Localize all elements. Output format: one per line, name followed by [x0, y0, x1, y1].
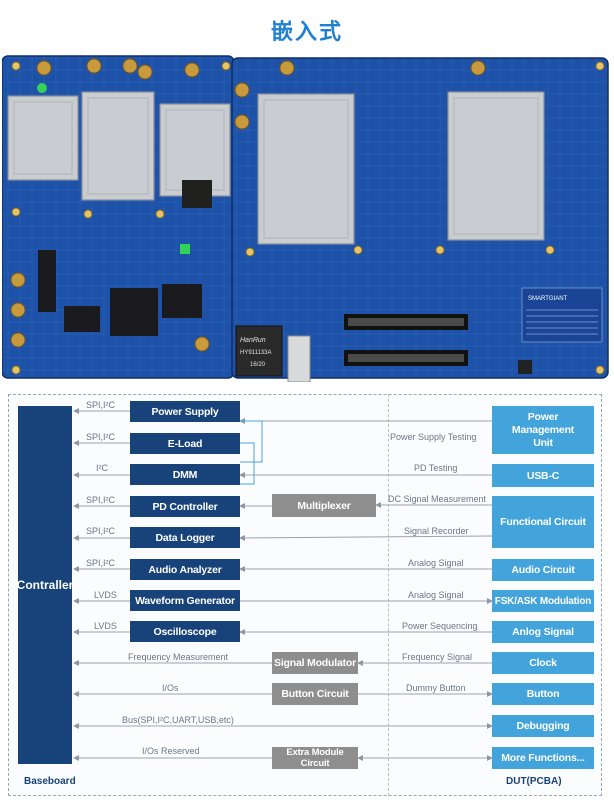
usb-c-block: USB-C — [492, 464, 594, 487]
bus-label: LVDS — [94, 621, 117, 631]
data-logger-block: Data Logger — [130, 527, 240, 548]
power-supply-block: Power Supply — [130, 401, 240, 422]
oscilloscope-block: Oscilloscope — [130, 621, 240, 642]
frequency-measurement-label: Frequency Measurement — [128, 652, 229, 662]
pcb-board-image: HanRun HY911133A 16/20 SMARTGIANT — [2, 55, 609, 382]
dut-link-label: PD Testing — [414, 463, 458, 473]
button-block: Button — [492, 683, 594, 705]
frequency-signal-label: Frequency Signal — [402, 652, 473, 662]
chip-brand: HanRun — [240, 337, 266, 344]
waveform-generator-block: Waveform Generator — [130, 590, 240, 611]
bus-label: LVDS — [94, 590, 117, 600]
ios-label: I/Os — [162, 683, 179, 693]
e-load-block: E-Load — [130, 433, 240, 454]
dut-link-label: Signal Recorder — [404, 526, 469, 536]
controller-block: Contraller — [17, 406, 73, 764]
more-functions-block: More Functions... — [492, 747, 594, 769]
debugging-block: Debugging — [492, 715, 594, 737]
power-management-unit-block: Power Management Unit — [492, 406, 594, 454]
clock-block: Clock — [492, 652, 594, 674]
dut-link-label: Analog Signal — [408, 558, 464, 568]
signal-modulator-block: Signal Modulator — [272, 652, 358, 674]
audio-analyzer-block: Audio Analyzer — [130, 559, 240, 580]
baseboard-footer: Baseboard — [24, 776, 76, 787]
dut-footer: DUT(PCBA) — [506, 776, 562, 787]
ios-reserved-label: I/Os Reserved — [142, 746, 200, 756]
chip-code: 16/20 — [250, 362, 266, 368]
brand-label: SMARTGIANT — [528, 296, 568, 302]
extra-module-circuit-block: Extra Module Circuit — [272, 747, 358, 769]
functional-circuit-block: Functional Circuit — [492, 496, 594, 548]
bus-label: SPI,I²C — [86, 526, 116, 536]
bus-label: I²C — [96, 463, 108, 473]
chip-model: HY911133A — [240, 350, 271, 356]
dummy-button-label: Dummy Button — [406, 683, 466, 693]
dut-link-label: DC Signal Measurement — [388, 494, 487, 504]
bus-label: SPI,I²C — [86, 495, 116, 505]
baseboard-dut-divider — [388, 394, 389, 796]
page-title: 嵌入式 — [270, 20, 343, 45]
fsk-ask-modulation-block: FSK/ASK Modulation — [492, 590, 594, 612]
pd-controller-block: PD Controller — [130, 496, 240, 517]
multiplexer-block: Multiplexer — [272, 494, 376, 517]
bus-label: SPI,I²C — [86, 558, 116, 568]
bus-label: SPI,I²C — [86, 400, 116, 410]
bus-list-label: Bus(SPI,I²C,UART,USB,etc) — [122, 715, 234, 725]
dut-link-label: Power Supply Testing — [390, 432, 477, 442]
dut-link-label: Analog Signal — [408, 590, 464, 600]
dmm-block: DMM — [130, 464, 240, 485]
button-circuit-block: Button Circuit — [272, 683, 358, 705]
bus-label: SPI,I²C — [86, 432, 116, 442]
analog-signal-block: Anlog Signal — [492, 621, 594, 643]
audio-circuit-block: Audio Circuit — [492, 559, 594, 581]
dut-link-label: Power Sequencing — [402, 621, 478, 631]
